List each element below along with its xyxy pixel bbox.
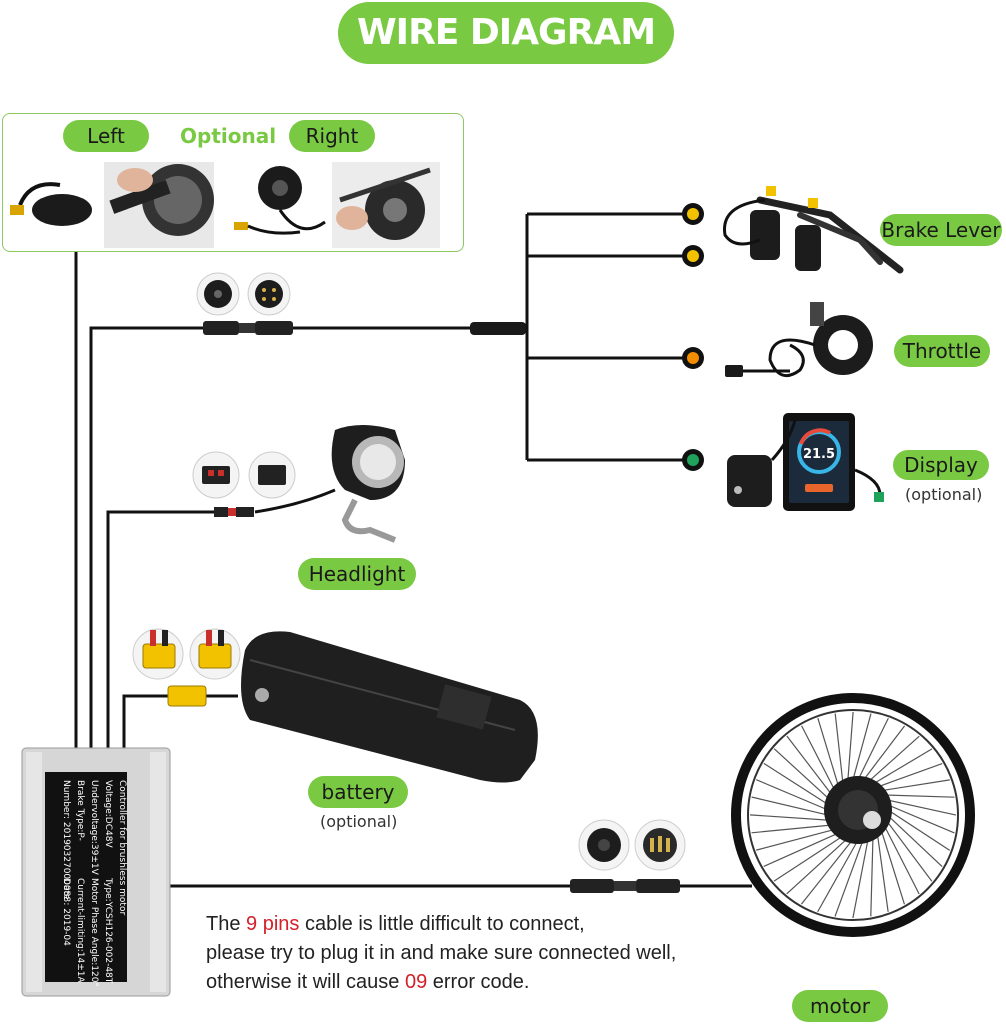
pas-sensor-right-image xyxy=(234,166,326,235)
wheel-spoke xyxy=(883,824,920,895)
controller-line-9: Date : 2019-04 xyxy=(61,878,71,946)
wheel-spoke xyxy=(862,725,906,781)
warning-text: otherwise it will cause xyxy=(206,971,405,993)
display-connector xyxy=(682,449,704,471)
wheel-spoke xyxy=(763,762,829,806)
wires xyxy=(74,212,752,888)
wheel-spoke xyxy=(756,828,836,851)
motor-connector-faces xyxy=(578,819,686,871)
wheel-spoke xyxy=(800,839,854,905)
controller-line-4: Undervoltage:39±1V xyxy=(89,780,99,876)
display-optional-note: (optional) xyxy=(905,485,983,504)
brake-connector-1 xyxy=(682,203,704,225)
controller-line-5: Motor Phase Angle:120° xyxy=(89,878,99,987)
battery-optional-note: (optional) xyxy=(320,812,398,831)
battery-plug xyxy=(167,685,207,707)
display-label: Display xyxy=(893,450,989,480)
brake-connector-2 xyxy=(682,245,704,267)
controller-text-label: Controller for brushless motor Voltage:D… xyxy=(61,780,127,987)
wheel-spoke xyxy=(751,796,829,816)
warning-highlight-code: 09 xyxy=(404,971,428,993)
battery-xt60-faces xyxy=(132,628,241,680)
wheel-spoke xyxy=(834,839,864,917)
warning-text: The xyxy=(206,913,247,935)
left-label: Left xyxy=(63,120,149,152)
wheel-spoke xyxy=(817,718,840,788)
warning-text: error code. xyxy=(427,971,530,993)
wheel-spoke xyxy=(852,838,869,919)
wheel-spoke xyxy=(847,711,854,782)
controller-box xyxy=(21,747,171,997)
throttle-image xyxy=(725,302,873,378)
connection-warning: The 9 pins cable is little difficult to … xyxy=(206,910,766,997)
wheel-spoke xyxy=(786,735,833,796)
wheel-spoke xyxy=(880,829,905,905)
controller-line-1: Controller for brushless motor xyxy=(117,780,127,915)
diagram-title: WIRE DIAGRAM xyxy=(338,2,674,64)
throttle-connector xyxy=(682,347,704,369)
controller-line-7: Current-limiting:14±1A xyxy=(75,878,85,984)
throttle-label: Throttle xyxy=(894,335,990,367)
right-label: Right xyxy=(289,120,375,152)
controller-line-6: Brake Type:P- xyxy=(75,780,85,841)
wheel-spoke xyxy=(872,748,933,785)
hub-splitter xyxy=(470,322,526,335)
wheel-spoke xyxy=(886,799,957,816)
wheel-spoke xyxy=(857,717,889,781)
wheel-spoke xyxy=(870,835,874,917)
optional-label: Optional xyxy=(180,124,277,148)
headlight-plug xyxy=(214,507,254,517)
wheel-spoke xyxy=(876,832,889,912)
controller-line-2: Voltage:DC48V xyxy=(103,780,113,848)
warning-line-3: otherwise it will cause 09 error code. xyxy=(206,968,766,997)
wheel-spoke xyxy=(834,713,844,785)
main-9pin-connector xyxy=(203,321,293,335)
brake-lever-image xyxy=(723,186,904,274)
motor-plug xyxy=(570,879,680,893)
warning-highlight-pins: 9 pins xyxy=(246,913,300,935)
wheel-spoke xyxy=(867,735,920,783)
crank-install-left-image xyxy=(104,162,214,248)
battery-pack-image xyxy=(241,631,538,783)
battery-label: battery xyxy=(308,776,408,808)
wheel-spoke xyxy=(763,832,839,867)
headlight-lamp-image xyxy=(331,425,405,543)
wheel-spoke xyxy=(773,835,844,882)
wheel-spoke xyxy=(749,814,830,821)
brake-lever-label: Brake Lever xyxy=(880,214,1002,246)
wheel-spoke xyxy=(773,748,831,801)
headlight-connector-faces xyxy=(192,451,296,499)
main-connector-face-male xyxy=(247,272,291,316)
wheel-spoke xyxy=(885,819,933,882)
controller-line-8: Number: 20190327000088 xyxy=(61,780,71,902)
motor-label: motor xyxy=(792,990,888,1022)
crank-install-right-image xyxy=(332,162,440,248)
wheel-spoke xyxy=(883,794,955,798)
main-connector-face-female xyxy=(196,272,240,316)
wheel-spoke xyxy=(880,779,950,792)
warning-text: cable is little difficult to connect, xyxy=(299,913,585,935)
controller-line-3: Type:YCSH126-002-48T xyxy=(103,877,113,984)
wheel-spoke xyxy=(817,839,859,913)
wheel-spoke xyxy=(852,713,872,781)
hub-motor-wheel-image xyxy=(731,693,975,937)
wheel-spoke xyxy=(887,804,955,834)
wheel-spoke xyxy=(751,824,833,834)
wheel-spoke xyxy=(887,809,951,851)
warning-line-1: The 9 pins cable is little difficult to … xyxy=(206,910,766,939)
wheel-spoke xyxy=(786,837,849,895)
wheel-spoke xyxy=(756,779,829,811)
wheel-spoke xyxy=(887,814,943,868)
pas-sensor-left-image xyxy=(10,182,92,226)
headlight-label: Headlight xyxy=(298,558,416,590)
display-speed-readout: 21.5 xyxy=(803,447,835,462)
wheel-spoke xyxy=(877,763,943,788)
display-image xyxy=(727,413,884,511)
warning-line-2: please try to plug it in and make sure c… xyxy=(206,942,677,964)
wheel-spoke xyxy=(801,725,836,791)
